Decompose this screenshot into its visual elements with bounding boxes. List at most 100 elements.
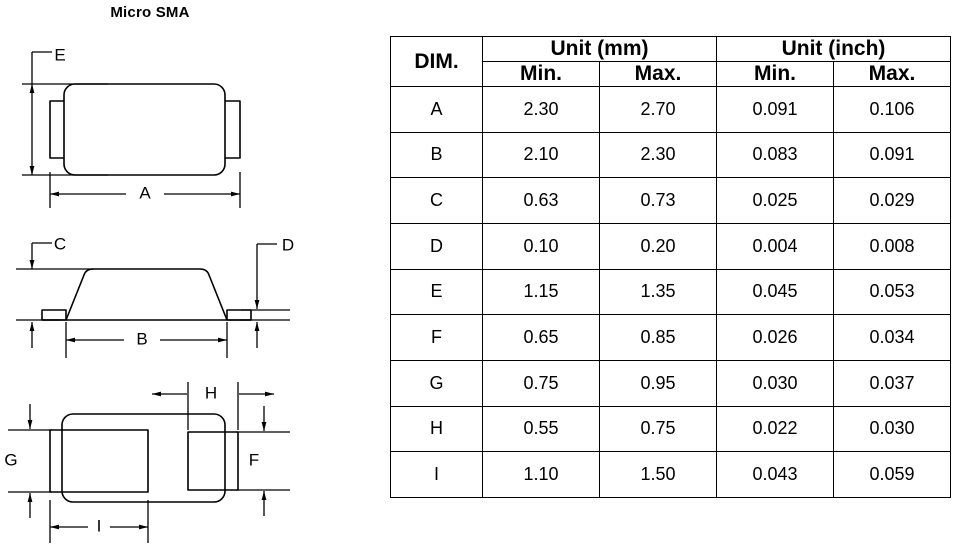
table-row: I 1.10 1.50 0.043 0.059 (390, 451, 951, 498)
dimension-label-I: I (97, 516, 102, 535)
dimension-table-container: DIM. Unit (mm) Unit (inch) Min. Max. Min… (390, 36, 951, 498)
cell-dim: G (390, 359, 483, 407)
dimension-C (16, 242, 94, 348)
cell-mm-min: 1.15 (482, 268, 600, 316)
cell-in-max: 0.008 (833, 222, 951, 270)
bottom-view-left-pad (49, 429, 149, 493)
dimension-table: DIM. Unit (mm) Unit (inch) Min. Max. Min… (390, 36, 951, 498)
table-header-row-units: DIM. Unit (mm) Unit (inch) (390, 36, 951, 87)
dimension-label-C: C (54, 234, 66, 253)
table-row: A 2.30 2.70 0.091 0.106 (390, 86, 951, 133)
cell-in-max: 0.091 (833, 131, 951, 179)
cell-mm-min: 0.75 (482, 359, 600, 407)
cell-mm-max: 2.30 (599, 131, 717, 179)
top-view-left-terminal (49, 100, 64, 159)
cell-mm-min: 0.55 (482, 405, 600, 453)
dimension-label-F: F (249, 450, 259, 469)
cell-dim: B (390, 131, 483, 179)
cell-in-max: 0.059 (833, 451, 951, 498)
cell-in-min: 0.043 (716, 451, 834, 498)
cell-in-max: 0.034 (833, 314, 951, 361)
dimension-A (49, 172, 241, 208)
header-mm-min: Min. (482, 61, 600, 87)
top-view-body (63, 83, 226, 176)
side-view-body (65, 268, 228, 321)
table-row: D 0.10 0.20 0.004 0.008 (390, 222, 951, 270)
cell-mm-min: 0.65 (482, 314, 600, 361)
cell-in-min: 0.091 (716, 86, 834, 133)
page-title: Micro SMA (110, 4, 190, 21)
dimension-label-A: A (139, 183, 151, 202)
package-drawing-svg: E A C D B H G F I (4, 45, 294, 543)
dimension-E (22, 51, 108, 176)
header-unit-mm: Unit (mm) (482, 36, 717, 62)
table-row: B 2.10 2.30 0.083 0.091 (390, 131, 951, 179)
cell-dim: F (390, 314, 483, 361)
table-row: E 1.15 1.35 0.045 0.053 (390, 268, 951, 316)
table-header: DIM. Unit (mm) Unit (inch) Min. Max. Min… (390, 36, 951, 87)
cell-mm-max: 1.50 (599, 451, 717, 498)
dimension-label-E: E (54, 45, 65, 64)
header-mm-max: Max. (599, 61, 717, 87)
dimension-B (65, 322, 228, 358)
top-view-right-terminal (225, 100, 241, 159)
side-view (41, 268, 252, 321)
cell-mm-min: 1.10 (482, 451, 600, 498)
cell-dim: E (390, 268, 483, 316)
table-header-row-minmax: Min. Max. Min. Max. (391, 61, 951, 87)
cell-mm-max: 0.95 (599, 359, 717, 407)
cell-mm-min: 0.10 (482, 222, 600, 270)
table-body: A 2.30 2.70 0.091 0.106 B 2.10 2.30 0.08… (390, 86, 951, 498)
cell-in-min: 0.022 (716, 405, 834, 453)
package-drawing: E A C D B H G F I (0, 0, 360, 552)
cell-in-min: 0.083 (716, 131, 834, 179)
bottom-view-right-pad (187, 431, 239, 491)
side-view-right-lead (226, 309, 252, 321)
cell-mm-max: 0.85 (599, 314, 717, 361)
cell-mm-min: 2.10 (482, 131, 600, 179)
cell-in-max: 0.053 (833, 268, 951, 316)
cell-mm-max: 2.70 (599, 86, 717, 133)
cell-dim: D (390, 222, 483, 270)
cell-in-max: 0.029 (833, 177, 951, 224)
cell-dim: I (390, 451, 483, 498)
dimension-F (236, 406, 290, 516)
cell-in-max: 0.106 (833, 86, 951, 133)
bottom-view (49, 413, 239, 503)
dimension-H (152, 382, 274, 430)
cell-in-max: 0.037 (833, 359, 951, 407)
cell-in-max: 0.030 (833, 405, 951, 453)
cell-mm-min: 2.30 (482, 86, 600, 133)
cell-mm-min: 0.63 (482, 177, 600, 224)
top-view (49, 83, 241, 176)
cell-in-min: 0.030 (716, 359, 834, 407)
header-dim: DIM. (390, 36, 483, 87)
dimension-label-H: H (205, 383, 217, 402)
side-view-left-lead (41, 309, 67, 321)
dimension-I (49, 500, 149, 543)
header-inch-min: Min. (716, 61, 834, 87)
cell-dim: H (390, 405, 483, 453)
dimension-G (8, 404, 52, 518)
cell-dim: A (390, 86, 483, 133)
cell-in-min: 0.004 (716, 222, 834, 270)
cell-in-min: 0.026 (716, 314, 834, 361)
cell-mm-max: 0.73 (599, 177, 717, 224)
table-row: G 0.75 0.95 0.030 0.037 (390, 359, 951, 407)
cell-mm-max: 1.35 (599, 268, 717, 316)
dimension-D (241, 243, 290, 348)
dimension-label-B: B (136, 329, 147, 348)
cell-mm-max: 0.20 (599, 222, 717, 270)
bottom-view-outline (61, 413, 226, 503)
table-row: F 0.65 0.85 0.026 0.034 (390, 314, 951, 361)
header-inch-max: Max. (833, 61, 951, 87)
dimension-label-D: D (282, 235, 294, 254)
dimension-label-G: G (4, 450, 17, 469)
cell-dim: C (390, 177, 483, 224)
table-row: H 0.55 0.75 0.022 0.030 (390, 405, 951, 453)
table-row: C 0.63 0.73 0.025 0.029 (390, 177, 951, 224)
cell-in-min: 0.045 (716, 268, 834, 316)
header-unit-inch: Unit (inch) (716, 36, 951, 62)
cell-in-min: 0.025 (716, 177, 834, 224)
cell-mm-max: 0.75 (599, 405, 717, 453)
